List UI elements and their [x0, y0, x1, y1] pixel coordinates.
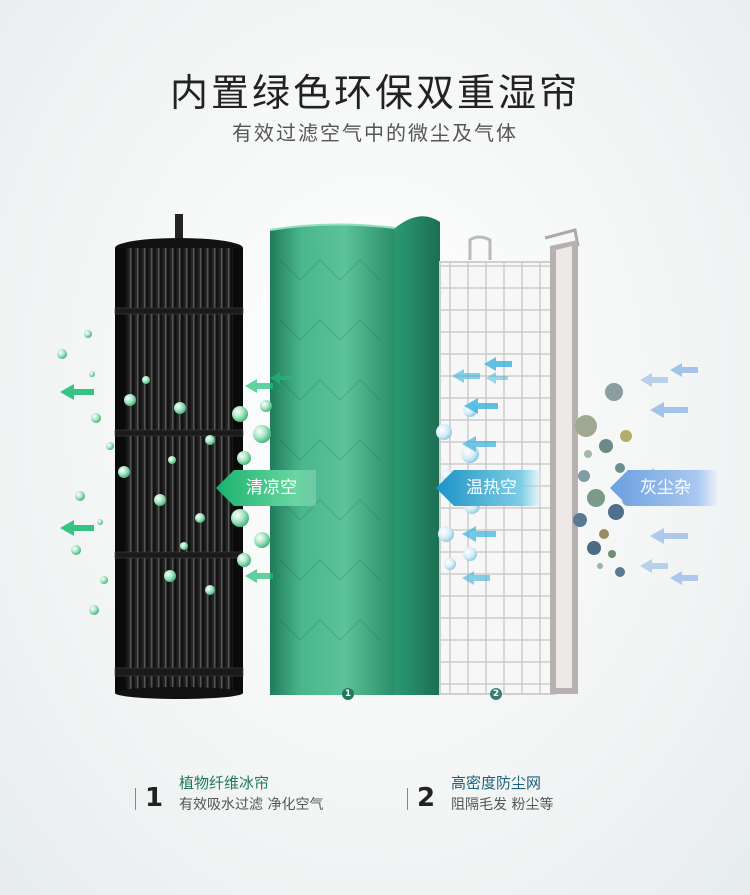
legend-title: 植物纤维冰帘: [179, 774, 270, 792]
legend-divider: [407, 788, 408, 810]
dust-mesh-frame: [439, 228, 580, 695]
legend-number: 1: [145, 783, 164, 813]
cool-air-arrows: [60, 372, 292, 583]
legend-number: 2: [417, 783, 436, 813]
page-title: 内置绿色环保双重湿帘: [169, 71, 580, 115]
legend-divider: [135, 788, 136, 810]
legend-title: 高密度防尘网: [451, 774, 542, 792]
fan-cylinder: [114, 214, 244, 699]
page-subtitle: 有效过滤空气中的微尘及气体: [232, 121, 518, 145]
legend-desc: 阻隔毛发 粉尘等: [451, 797, 554, 813]
warm-air-label: 温热空气: [436, 470, 542, 506]
dust-label: 灰尘杂质: [610, 470, 720, 506]
legend-desc: 有效吸水过滤 净化空气: [179, 797, 324, 813]
legend-item-dust-mesh: 2 高密度防尘网 阻隔毛发 粉尘等: [407, 770, 647, 820]
warm-air-bubbles: [436, 403, 480, 570]
warm-air-arrows: [452, 357, 512, 585]
cool-air-label: 清凉空气: [216, 470, 316, 506]
green-pad: [269, 216, 440, 695]
marker-2: 2: [490, 688, 502, 700]
legend-item-ice-pad: 1 植物纤维冰帘 有效吸水过滤 净化空气: [135, 770, 375, 820]
marker-1: 1: [342, 688, 354, 700]
filter-illustration: [57, 214, 698, 699]
